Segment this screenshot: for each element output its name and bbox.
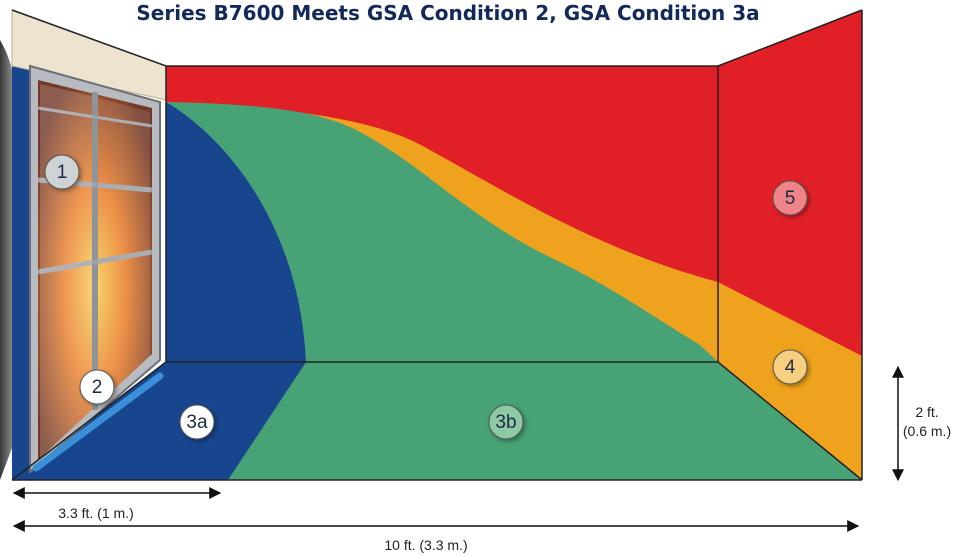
- zone-label-4: 4: [785, 357, 796, 378]
- zone-marker-5: 5: [772, 180, 808, 216]
- zone-marker-4: 4: [772, 349, 808, 385]
- height-label-line2: (0.6 m.): [903, 423, 951, 439]
- zone-marker-3b: 3b: [488, 404, 524, 440]
- diagram-title: Series B7600 Meets GSA Condition 2, GSA …: [136, 1, 759, 25]
- zone-label-2: 2: [92, 377, 103, 398]
- zone-circle-2: [79, 369, 115, 405]
- zone-labels: 1 2 3a 3b 4 5: [44, 154, 808, 440]
- zone-circle-1: [44, 154, 80, 190]
- zone-label-3b: 3b: [495, 412, 516, 433]
- zone-label-5: 5: [785, 188, 796, 209]
- zone-circle-4: [772, 349, 808, 385]
- height-label-line1: 2 ft.: [915, 404, 938, 420]
- left-wall-edge: [12, 66, 30, 480]
- zone-marker-1: 1: [44, 154, 80, 190]
- zone-marker-2: 2: [79, 369, 115, 405]
- zone-3a: [12, 102, 306, 480]
- zone-label-1: 1: [57, 162, 68, 183]
- full-width-label: 10 ft. (3.3 m.): [384, 537, 467, 553]
- zone-2-line: [32, 372, 164, 472]
- zone-circle-3b: [488, 404, 524, 440]
- zone-circle-5: [772, 180, 808, 216]
- zone-circle-3a: [179, 404, 215, 440]
- zone-3b-back-wall: [166, 102, 718, 362]
- short-width-label: 3.3 ft. (1 m.): [58, 505, 133, 521]
- room-outline: [11, 9, 863, 481]
- zone-label-3a: 3a: [186, 412, 208, 433]
- zone-marker-3a: 3a: [179, 404, 215, 440]
